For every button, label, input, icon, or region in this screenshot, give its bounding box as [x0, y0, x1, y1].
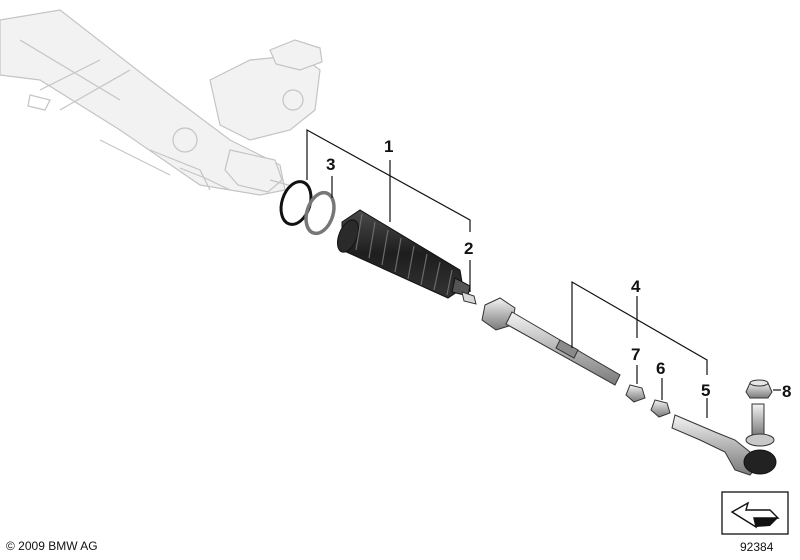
clamp-part-2: [461, 291, 477, 305]
nut-part-7: [625, 384, 646, 403]
callout-6: 6: [656, 359, 665, 378]
tie-rod-part-4: [481, 297, 621, 386]
orientation-arrow-icon: [721, 491, 789, 535]
callout-8: 8: [782, 382, 791, 401]
callout-7: 7: [631, 345, 640, 364]
steering-gear-housing: [0, 9, 323, 196]
self-locking-nut-part-8: [745, 379, 773, 399]
bellows-part-1: [337, 209, 471, 299]
callout-4: 4: [631, 277, 641, 296]
o-ring-part-3: [279, 180, 336, 236]
callout-labels: 1 2 3 4 5 6 7 8: [326, 137, 791, 401]
callout-2: 2: [464, 239, 473, 258]
leader-lines: [306, 128, 781, 418]
copyright-notice: © 2009 BMW AG: [6, 539, 98, 553]
diagram-number: 92384: [740, 540, 774, 554]
callout-3: 3: [326, 155, 335, 174]
callout-5: 5: [701, 381, 710, 400]
tie-rod-end-part-5: [671, 403, 777, 476]
nut-part-6: [650, 399, 671, 418]
callout-1: 1: [384, 137, 393, 156]
